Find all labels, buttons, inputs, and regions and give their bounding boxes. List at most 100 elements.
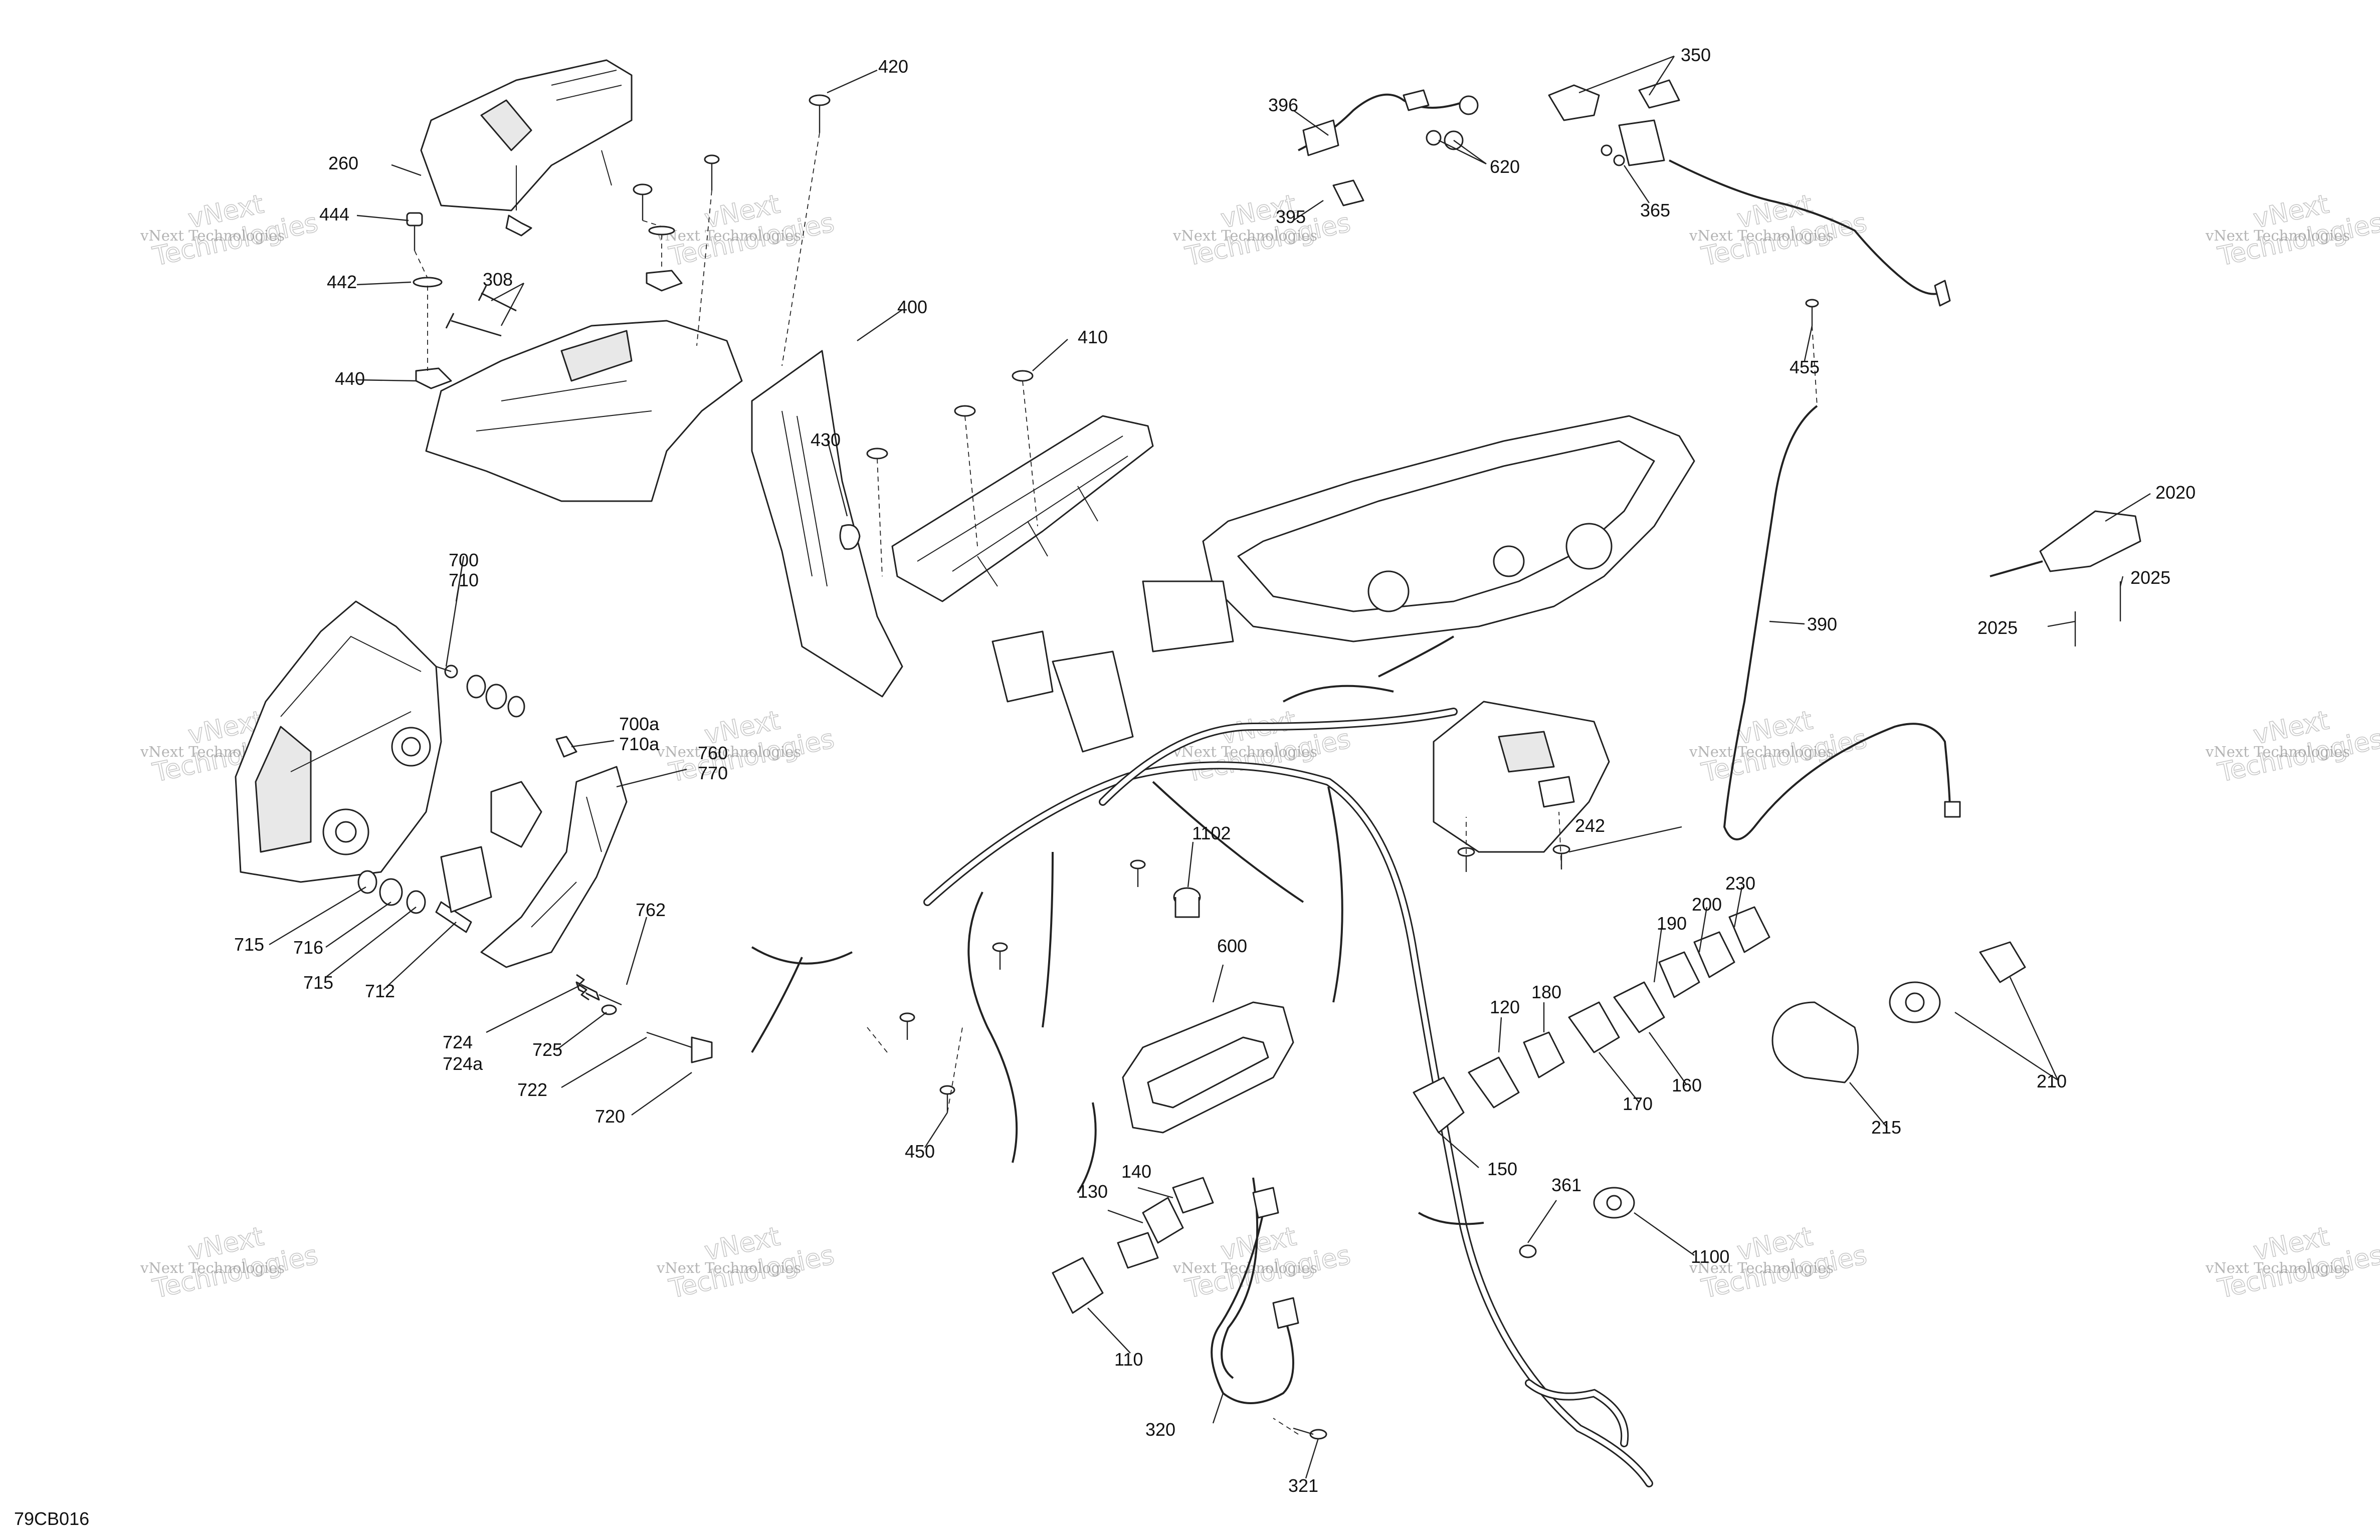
lamp-bracket-760 — [480, 766, 628, 968]
headlamp-700 — [235, 600, 458, 883]
callout-700: 700 — [449, 550, 479, 570]
cable-390 — [1723, 405, 1961, 840]
callout-130: 130 — [1078, 1181, 1108, 1202]
callout-170: 170 — [1623, 1093, 1653, 1114]
callout-321: 321 — [1288, 1475, 1318, 1496]
switch-row — [1052, 906, 1770, 1314]
diagram-id: 79CB016 — [14, 1508, 89, 1529]
callout-242: 242 — [1575, 815, 1605, 836]
main-wiring-harness — [751, 635, 1653, 1487]
callout-200: 200 — [1692, 894, 1722, 915]
callout-444: 444 — [319, 204, 349, 225]
callout-260: 260 — [328, 153, 358, 173]
callout-190: 190 — [1657, 913, 1687, 934]
watermark-text: vNext Technologies — [1172, 227, 1317, 244]
callout-2025-b: 2025 — [1977, 617, 2018, 638]
callout-180: 180 — [1531, 982, 1561, 1002]
parts-artwork — [235, 59, 2141, 1487]
callout-215: 215 — [1871, 1117, 1901, 1138]
harness-350 — [1548, 79, 1951, 326]
dashed-alignment-lines — [414, 132, 1818, 1435]
screws-450 — [899, 859, 1146, 1113]
watermark-text: vNext Technologies — [1689, 227, 1834, 244]
callout-308: 308 — [483, 269, 513, 290]
watermark-text: vNext Technologies — [656, 227, 801, 244]
watermark-text: vNext Technologies — [140, 227, 285, 244]
callout-150: 150 — [1487, 1159, 1517, 1179]
callout-2020: 2020 — [2155, 482, 2196, 503]
spacers-lamp — [357, 675, 577, 933]
dash-frame — [991, 415, 1695, 753]
watermark-text: vNext Technologies — [1172, 743, 1317, 760]
callout-420: 420 — [878, 56, 908, 77]
fasteners-left — [406, 94, 831, 389]
callout-160: 160 — [1672, 1075, 1702, 1095]
callout-396: 396 — [1268, 95, 1298, 115]
watermark-text: vNext Technologies — [2205, 227, 2350, 244]
callout-1100: 1100 — [1691, 1246, 1729, 1267]
module-242 — [1433, 701, 1610, 872]
callout-210: 210 — [2037, 1071, 2067, 1091]
display-600 — [1122, 887, 1294, 1134]
callout-716: 716 — [293, 937, 323, 958]
callout-1102: 1102 — [1192, 823, 1231, 843]
part-cover-260 — [420, 59, 633, 237]
callout-700a: 700a — [619, 714, 660, 734]
callout-724a: 724a — [443, 1053, 483, 1074]
callout-450: 450 — [905, 1141, 935, 1162]
callout-430: 430 — [811, 429, 841, 450]
watermark-text: vNext Technologies — [1689, 1259, 1834, 1276]
callout-442: 442 — [327, 272, 357, 292]
watermark-text: vNext Technologies — [2205, 743, 2350, 760]
callout-600: 600 — [1217, 936, 1247, 956]
callout-760: 760 — [698, 743, 728, 763]
callout-720: 720 — [595, 1106, 625, 1127]
callout-770: 770 — [698, 763, 728, 783]
screws-308 — [445, 285, 517, 337]
callout-390: 390 — [1807, 614, 1837, 634]
callout-440: 440 — [335, 368, 365, 389]
watermark-text: vNext Technologies — [656, 1259, 801, 1276]
callout-2025-a: 2025 — [2130, 567, 2170, 588]
harness-320 — [1211, 1187, 1327, 1440]
watermark-text: vNext Technologies — [140, 1259, 285, 1276]
callout-725: 725 — [532, 1039, 562, 1060]
screw-assembly-720 — [575, 974, 713, 1063]
callout-395: 395 — [1276, 206, 1306, 227]
leader-lines — [269, 55, 2151, 1479]
callout-762: 762 — [636, 900, 666, 920]
bracket-tray-400 — [425, 320, 903, 698]
callout-715-a: 715 — [234, 934, 264, 955]
callout-labels: 260 444 442 308 440 420 400 410 430 700 … — [234, 45, 2196, 1496]
callout-365: 365 — [1640, 200, 1670, 221]
watermark-text: vNext Technologies — [1689, 743, 1834, 760]
callout-724: 724 — [443, 1032, 473, 1052]
panel-410 — [866, 370, 1154, 602]
callout-715-b: 715 — [303, 972, 333, 993]
callout-350: 350 — [1681, 45, 1711, 65]
harness-top-396 — [1298, 89, 1479, 206]
callout-320: 320 — [1145, 1419, 1175, 1440]
callout-620: 620 — [1490, 156, 1520, 177]
callout-120: 120 — [1490, 997, 1520, 1017]
key-fob-2020 — [1990, 510, 2141, 646]
callout-361: 361 — [1551, 1175, 1581, 1195]
lamp-motor-700a — [440, 781, 542, 913]
callout-710a: 710a — [619, 734, 660, 754]
callout-712: 712 — [365, 981, 395, 1001]
callout-230: 230 — [1725, 873, 1755, 894]
callout-140: 140 — [1121, 1161, 1151, 1182]
